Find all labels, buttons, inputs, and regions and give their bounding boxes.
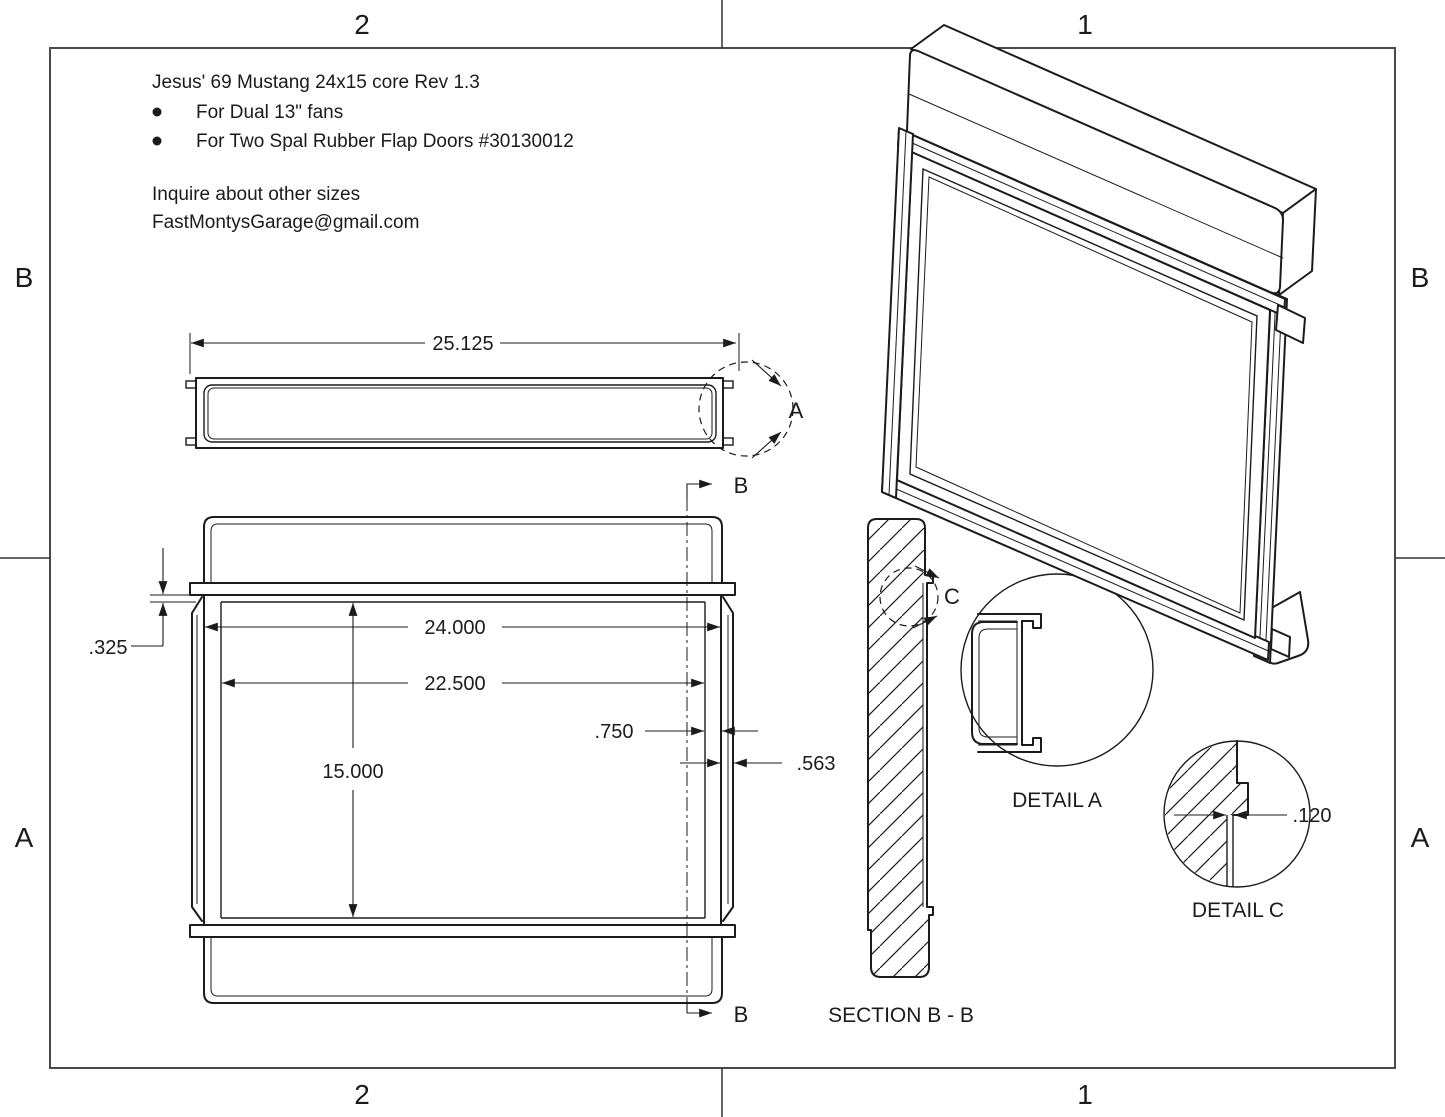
dim-detail-c: .120: [1293, 805, 1332, 827]
bullet-icon: [152, 136, 162, 146]
top-header-flange: [189, 582, 736, 596]
detail-a-callout-label: A: [789, 398, 804, 423]
left-side-plate: [191, 596, 203, 922]
bullet-icon: [152, 107, 162, 117]
detail-a-tank-wall: [971, 621, 1018, 745]
iso-top-tab: [1275, 304, 1306, 344]
zone-label-left-b: B: [15, 262, 34, 293]
iso-bottom-tab: [1270, 628, 1291, 658]
zone-label-bottom-2: 2: [354, 1079, 370, 1110]
mount-tab: [185, 380, 197, 389]
front-view: 24.000 22.500 15.000 .750 .563 .325 B: [89, 497, 836, 1027]
top-view-inner-edge2: [207, 387, 713, 440]
note-bullet-2: For Two Spal Rubber Flap Doors #30130012: [196, 131, 574, 152]
section-b-label-top: B: [734, 473, 749, 498]
section-view-title: SECTION B - B: [828, 1004, 974, 1027]
zone-label-left-a: A: [15, 822, 34, 853]
zone-label-top-1: 1: [1077, 9, 1093, 40]
dim-channel-width: .750: [595, 721, 634, 743]
mount-tab: [722, 437, 734, 446]
detail-c-callout-label: C: [944, 584, 960, 609]
dim-core-height: 15.000: [322, 761, 383, 783]
detail-a-circle: [960, 573, 1154, 767]
right-side-plate: [722, 596, 734, 922]
mount-tab: [185, 437, 197, 446]
zone-label-top-2: 2: [354, 9, 370, 40]
note-bullet-1: For Dual 13" fans: [196, 102, 343, 123]
note-email: FastMontysGarage@gmail.com: [152, 212, 419, 233]
top-view: 25.125 A B: [185, 333, 804, 498]
notes-block: Jesus' 69 Mustang 24x15 core Rev 1.3 For…: [152, 72, 574, 233]
zone-label-right-a: A: [1411, 822, 1430, 853]
note-inquire: Inquire about other sizes: [152, 184, 360, 205]
detail-c-callout-circle: [879, 567, 939, 627]
top-view-inner-edge: [203, 384, 717, 443]
section-b-label-bottom: B: [734, 1002, 749, 1027]
detail-a-channel: [977, 613, 1042, 753]
zone-label-bottom-1: 1: [1077, 1079, 1093, 1110]
dim-overall-length: 25.125: [432, 333, 493, 355]
dim-core-width: 22.500: [424, 673, 485, 695]
detail-c-title: DETAIL C: [1192, 899, 1284, 922]
detail-a-title: DETAIL A: [1012, 789, 1102, 812]
top-view-outline: [195, 377, 724, 449]
bottom-tank: [203, 936, 723, 1004]
section-outline: [867, 518, 934, 978]
detail-c-view: .120 DETAIL C: [1163, 740, 1332, 922]
dim-lip: .325: [89, 637, 128, 659]
dim-overall-width: 24.000: [424, 617, 485, 639]
dim-side-width: .563: [797, 753, 836, 775]
section-view: C SECTION B - B: [828, 518, 974, 1027]
bottom-header-flange: [189, 924, 736, 938]
top-tank: [203, 516, 723, 584]
mount-tab: [722, 380, 734, 389]
detail-a-view: DETAIL A: [960, 573, 1154, 812]
section-hatch: [868, 519, 933, 977]
zone-label-right-b: B: [1411, 262, 1430, 293]
drawing-title: Jesus' 69 Mustang 24x15 core Rev 1.3: [152, 72, 480, 93]
isometric-view: [881, 24, 1317, 665]
detail-a-callout-circle: [698, 361, 794, 457]
